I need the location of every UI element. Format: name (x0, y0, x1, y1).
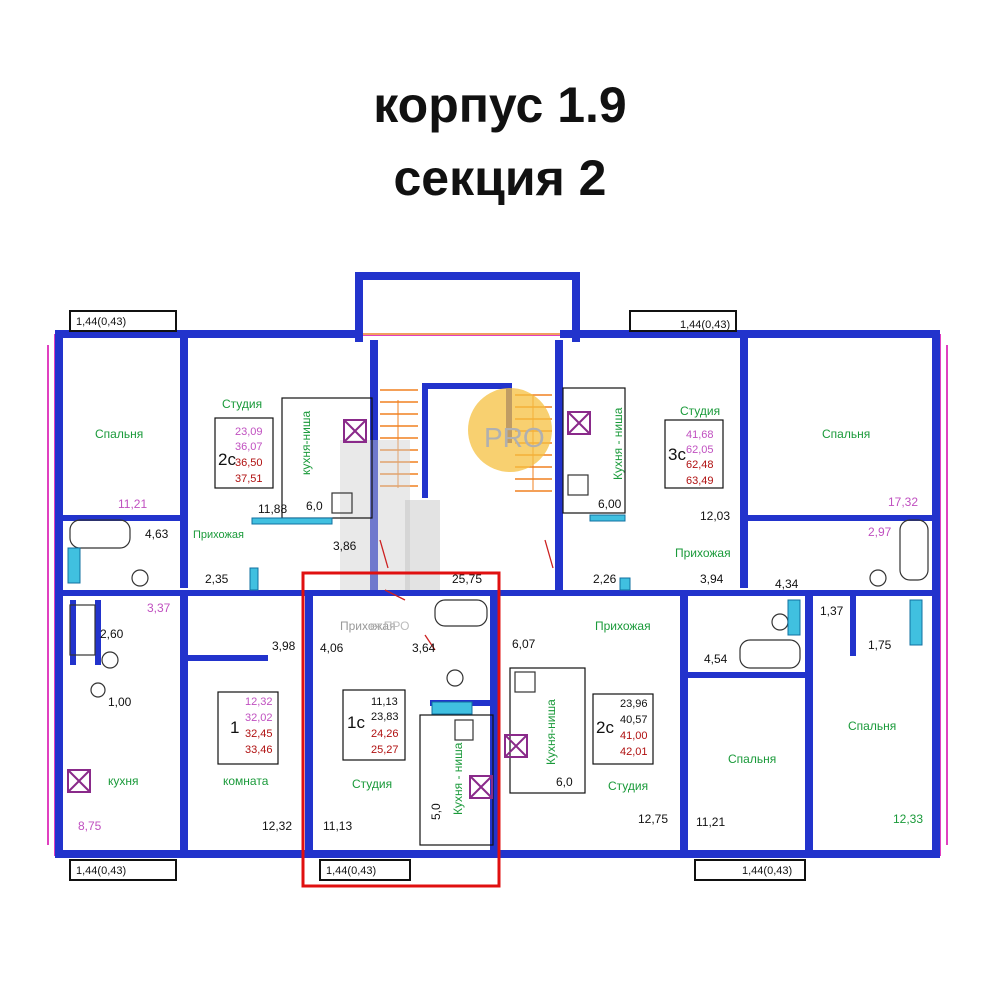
apt-type-1c: 1с (347, 713, 365, 732)
area-apt1-4: 33,46 (245, 744, 273, 756)
doors (379, 539, 554, 651)
kitchen-label-2c-right: Кухня-ниша (544, 699, 558, 765)
area-1c-4: 25,27 (371, 744, 399, 756)
room-label-bedroom-left-top: Спальня (95, 427, 143, 441)
bedroom3-area-3c: 11,21 (696, 815, 725, 829)
bath-area-2c-left: 4,63 (145, 527, 169, 541)
area-3c-4: 63,49 (686, 475, 714, 487)
area-2c-right-1: 23,96 (620, 698, 648, 710)
section-title: секция 2 (393, 150, 607, 206)
balcony-label-bottom-right: 1,44(0,43) (742, 865, 792, 877)
bedroom-area-3c: 17,32 (888, 495, 918, 509)
studio-area-3c: 12,03 (700, 509, 730, 523)
kitchen-area-2c-left: 6,0 (306, 499, 323, 513)
balcony-label-bottom-left: 1,44(0,43) (76, 865, 126, 877)
studio-area-2c-left: 11,88 (258, 502, 287, 516)
bath2-area-3c: 4,54 (704, 652, 728, 666)
apt-type-1: 1 (230, 718, 239, 737)
area-3c-3: 62,48 (686, 459, 714, 471)
area-2c-left-1: 23,09 (235, 426, 263, 438)
studio-area-2c-right: 12,75 (638, 812, 668, 826)
area-3c-2: 62,05 (686, 444, 714, 456)
studio-label-1c: Студия (352, 777, 392, 791)
room-area-apt1: 12,32 (262, 819, 292, 833)
kitchen-area-3c: 6,00 (598, 497, 622, 511)
apt-type-2c-left: 2c (218, 450, 236, 469)
bedroom2-area-3c: 12,33 (893, 812, 923, 826)
kitchen-label-3c: Кухня - ниша (611, 407, 625, 480)
watermark-logo: PRO (340, 388, 552, 590)
hall-area-3c: 3,94 (700, 572, 724, 586)
kitchen-area-1c: 5,0 (429, 803, 443, 820)
bedroom-area-left-top: 11,21 (118, 497, 147, 511)
hall2-area-3c: 4,34 (775, 577, 799, 591)
studio-area-1c: 11,13 (323, 819, 352, 833)
kitchen-label-1c: Кухня - ниша (451, 742, 465, 815)
bath-area-1c: 3,64 (412, 641, 436, 655)
studio-label-2c-left: Студия (222, 397, 262, 411)
room-label-apt1: комната (223, 774, 269, 788)
bedroom-label-3c: Спальня (822, 427, 870, 441)
hall-label-1c: Прихожая (340, 619, 396, 633)
kitchen-area-2c-right: 6,0 (556, 775, 573, 789)
studio-label-3c: Студия (680, 404, 720, 418)
corridor-area-2c-left: 2,35 (205, 572, 229, 586)
hall-area-2c-left: 3,86 (333, 539, 357, 553)
area-apt1-1: 12,32 (245, 696, 273, 708)
bedroom3-label-3c: Спальня (728, 752, 776, 766)
area-2c-right-2: 40,57 (620, 714, 648, 726)
hall-label-2c-left: Прихожая (193, 529, 244, 541)
area-3c-1: 41,68 (686, 429, 714, 441)
corridor-area-3c: 2,26 (593, 572, 617, 586)
hall-label-2c-right: Прихожая (595, 619, 651, 633)
bedroom2-label-3c: Спальня (848, 719, 896, 733)
balconies (69, 310, 806, 881)
area-2c-right-3: 41,00 (620, 730, 648, 742)
area-1c-1: 11,13 (371, 696, 398, 708)
hall2-area-apt1: 3,98 (272, 639, 296, 653)
area-1c-3: 24,26 (371, 728, 399, 740)
watermark-faint: ет.ПРО (370, 619, 409, 633)
cyan-fixtures (67, 514, 923, 715)
area-2c-right-4: 42,01 (620, 746, 648, 758)
area-2c-left-4: 37,51 (235, 473, 263, 485)
apt-type-3c: 3c (668, 445, 686, 464)
stair-landing-area: 25,75 (452, 572, 482, 586)
watermark-text: PRO (484, 422, 545, 453)
wc2-area-3c: 1,75 (868, 638, 892, 652)
vent-shafts (67, 411, 591, 799)
bath-area-3c: 2,97 (868, 525, 892, 539)
apt-type-2c-right: 2с (596, 718, 614, 737)
area-2c-left-3: 36,50 (235, 457, 263, 469)
hall-label-3c: Прихожая (675, 546, 731, 560)
balcony-label-top-right: 1,44(0,43) (680, 319, 730, 331)
kitchen-label-apt1: кухня (108, 774, 139, 788)
kitchen-area-apt1: 8,75 (78, 819, 102, 833)
area-apt1-3: 32,45 (245, 728, 273, 740)
hall-area-apt1: 3,37 (147, 601, 171, 615)
kitchen-label-2c-left: кухня-ниша (299, 411, 313, 475)
area-1c-2: 23,83 (371, 711, 399, 723)
studio-label-2c-right: Студия (608, 779, 648, 793)
hall-area-1c: 4,06 (320, 641, 344, 655)
wc-area-apt1: 1,00 (108, 695, 132, 709)
selected-apartment-highlight (301, 571, 501, 888)
bath-area-apt1: 2,60 (100, 627, 124, 641)
hall-area-2c-right: 6,07 (512, 637, 536, 651)
balcony-label-bottom-mid: 1,44(0,43) (326, 865, 376, 877)
building-title: корпус 1.9 (373, 77, 627, 133)
area-2c-left-2: 36,07 (235, 441, 263, 453)
area-apt1-2: 32,02 (245, 712, 273, 724)
wc-area-3c: 1,37 (820, 604, 844, 618)
balcony-label-top-left: 1,44(0,43) (76, 316, 126, 328)
